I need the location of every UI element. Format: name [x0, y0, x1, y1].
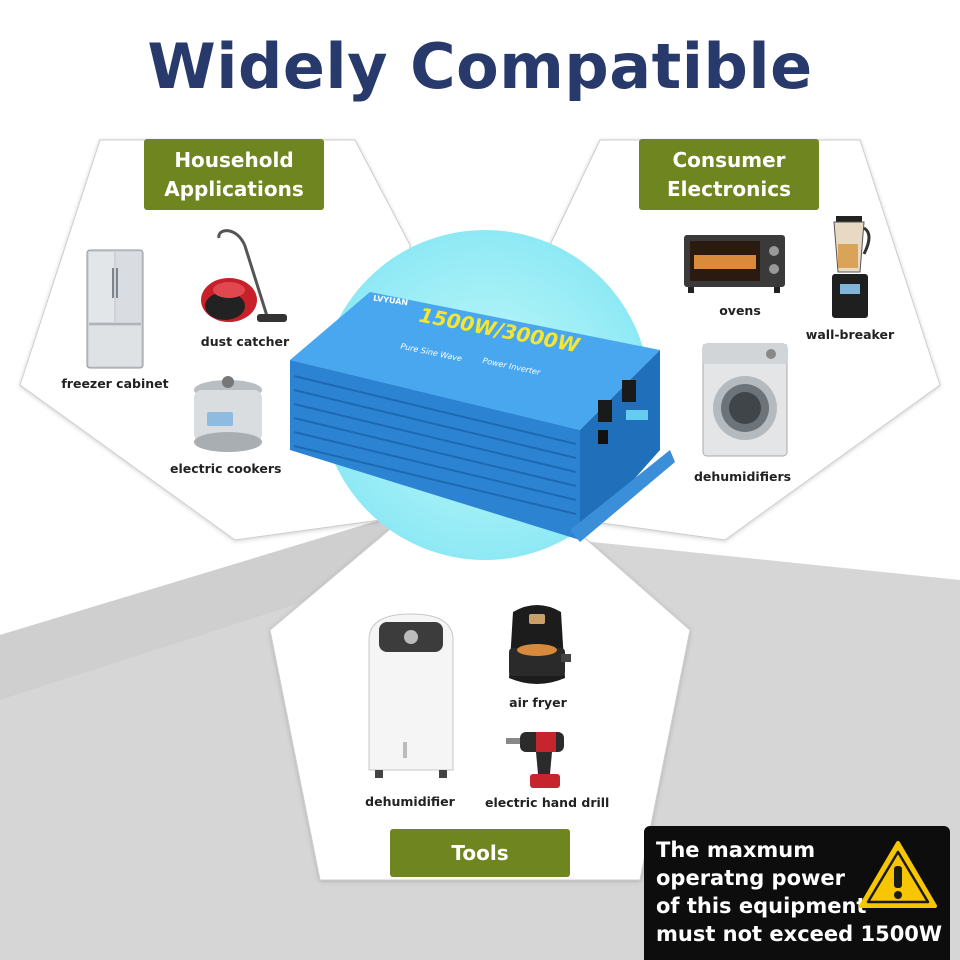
washer-icon [702, 343, 788, 457]
air-fryer-icon [509, 605, 571, 684]
warning-box: The maxmum operatng power of this equipm… [644, 826, 950, 960]
dehumidifier-icon [368, 613, 454, 778]
oven-icon [684, 235, 785, 293]
washer-label: dehumidifiers [693, 469, 792, 484]
drill-label: electric hand drill [485, 795, 610, 810]
inverter-illustration [290, 292, 675, 542]
warning-triangle-icon [859, 841, 937, 908]
freezer-label: freezer cabinet [61, 376, 169, 391]
page-title: Widely Compatible [147, 30, 813, 103]
vacuum-icon [201, 229, 287, 322]
blender-icon [832, 216, 871, 318]
tools-panel [269, 524, 691, 881]
drill-icon [506, 732, 564, 788]
tools-heading: Tools [390, 829, 570, 877]
dehumidifier-label: dehumidifier [365, 794, 455, 809]
oven-label: ovens [719, 303, 761, 318]
freezer-icon [86, 249, 144, 369]
cooker-icon [194, 376, 262, 452]
blender-label: wall-breaker [805, 327, 895, 342]
warning-text: The maxmum operatng power of this equipm… [656, 838, 943, 946]
vacuum-label: dust catcher [200, 334, 290, 349]
cooker-label: electric cookers [170, 461, 282, 476]
air-fryer-label: air fryer [509, 695, 567, 710]
